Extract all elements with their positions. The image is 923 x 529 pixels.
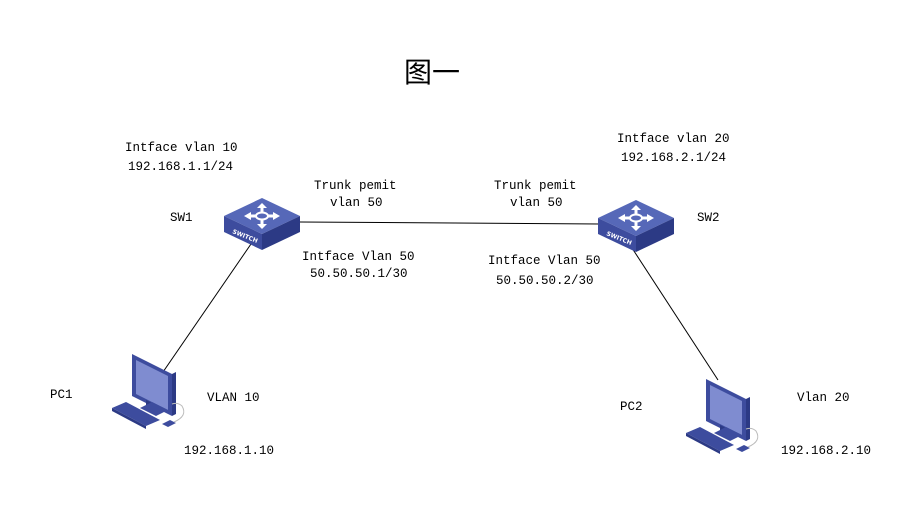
pc1-name: PC1 — [50, 388, 73, 402]
sw1-trunk-vlan: vlan 50 — [330, 196, 383, 210]
sw2-name: SW2 — [697, 211, 720, 225]
sw2-trunk-vlan: vlan 50 — [510, 196, 563, 210]
pc1-pc-icon — [111, 353, 185, 430]
sw2-pc2-link — [631, 247, 719, 381]
sw2-trunk-label: Trunk pemit — [494, 179, 577, 193]
sw1-name: SW1 — [170, 211, 193, 225]
pc1-ip: 192.168.1.10 — [184, 444, 274, 458]
trunk-link — [299, 221, 601, 225]
pc2-vlan: Vlan 20 — [797, 391, 850, 405]
sw1-iface-label: Intface vlan 10 — [125, 141, 238, 155]
sw1-pc1-link — [162, 243, 252, 373]
pc2-pc-icon — [685, 378, 759, 455]
diagram-title: 图一 — [404, 56, 460, 89]
sw2-iface-ip: 192.168.2.1/24 — [621, 151, 726, 165]
sw2-iface-label: Intface vlan 20 — [617, 132, 730, 146]
sw2-vlan50-label: Intface Vlan 50 — [488, 254, 601, 268]
pc1-vlan: VLAN 10 — [207, 391, 260, 405]
pc2-ip: 192.168.2.10 — [781, 444, 871, 458]
sw1-vlan50-ip: 50.50.50.1/30 — [310, 267, 408, 281]
pc2-name: PC2 — [620, 400, 643, 414]
sw2-vlan50-ip: 50.50.50.2/30 — [496, 274, 594, 288]
sw1-iface-ip: 192.168.1.1/24 — [128, 160, 233, 174]
sw2-switch-icon — [596, 198, 676, 254]
sw1-trunk-label: Trunk pemit — [314, 179, 397, 193]
sw1-switch-icon — [222, 196, 302, 252]
sw1-vlan50-label: Intface Vlan 50 — [302, 250, 415, 264]
